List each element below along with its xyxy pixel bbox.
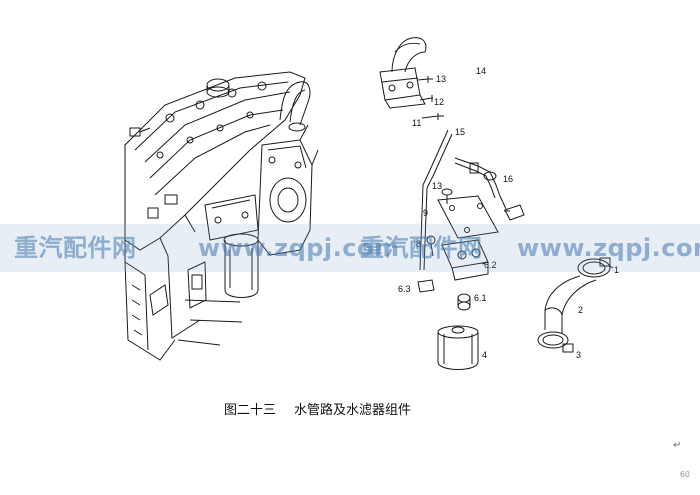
callout-16: 16 <box>503 174 513 184</box>
callout-4: 4 <box>482 350 487 360</box>
callout-2: 2 <box>578 305 583 315</box>
return-mark: ↵ <box>673 440 682 451</box>
watermark-band <box>0 224 700 272</box>
figure-title: 水管路及水滤器组件 <box>294 403 412 418</box>
watermark-text: 重汽配件网 <box>360 234 483 262</box>
callout-13-mid: 13 <box>432 181 442 191</box>
watermark-url: www.zqpj.com <box>517 234 700 262</box>
callout-13-top: 13 <box>436 74 446 84</box>
callout-1: 1 <box>614 265 619 275</box>
watermark-url: www.zqpj.com <box>198 234 400 262</box>
callout-6-1: 6.1 <box>474 293 487 303</box>
callout-6-2: 6.2 <box>484 260 497 270</box>
callout-11: 11 <box>412 118 421 128</box>
callout-8: 8 <box>416 239 421 249</box>
figure-number: 图二十三 <box>224 403 277 418</box>
callout-3: 3 <box>576 350 581 360</box>
callout-9: 9 <box>423 208 428 218</box>
page-number: 60 <box>679 470 690 479</box>
watermark-text: 重汽配件网 <box>14 234 137 262</box>
callout-labels: 14 13 12 11 15 16 13 9 8 6.2 6.3 6.1 4 1… <box>398 66 619 360</box>
engine-block-illustration <box>124 71 319 361</box>
water-pipe-assembly-illustration <box>379 37 614 370</box>
callout-12: 12 <box>434 97 444 107</box>
callout-6-3: 6.3 <box>398 284 411 294</box>
callout-15: 15 <box>455 127 465 137</box>
callout-14: 14 <box>476 66 486 76</box>
